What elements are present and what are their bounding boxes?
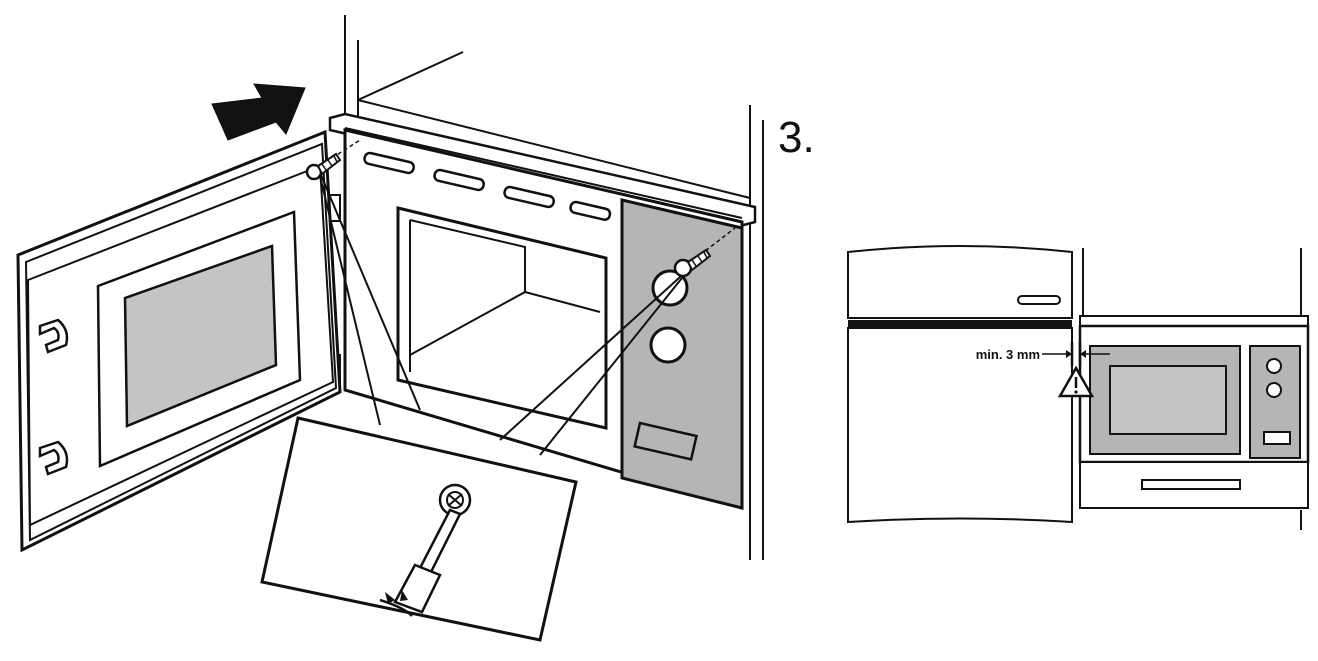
appliance-knob-top bbox=[1266, 358, 1282, 374]
control-panel bbox=[620, 198, 744, 510]
appliance-knob-bottom bbox=[1266, 382, 1282, 398]
control-knob-bottom bbox=[649, 326, 687, 364]
drawer-slot bbox=[1141, 479, 1241, 490]
screw-icon bbox=[305, 152, 342, 181]
drawer-handle bbox=[1017, 295, 1061, 305]
door-latch-top bbox=[38, 318, 69, 354]
gap-label: min. 3 mm bbox=[976, 347, 1040, 362]
warning-triangle-icon bbox=[1057, 365, 1095, 398]
screw-icon bbox=[673, 248, 712, 278]
push-arrow-icon bbox=[211, 83, 306, 141]
display-window bbox=[633, 421, 699, 461]
clearance-scene: min. 3 mm bbox=[847, 245, 1310, 530]
built-in-appliance bbox=[1078, 315, 1310, 509]
cabinet-frame bbox=[344, 15, 764, 560]
installation-scene bbox=[16, 15, 764, 642]
fixing-screws bbox=[305, 139, 736, 456]
appliance-window bbox=[1109, 365, 1227, 435]
screwdriver-icon bbox=[379, 483, 472, 617]
upper-cabinet bbox=[847, 245, 1073, 319]
detail-inset bbox=[260, 416, 578, 642]
appliance-display bbox=[1263, 431, 1291, 445]
base-cabinet bbox=[847, 320, 1073, 524]
gap-indicator: min. 3 mm bbox=[976, 342, 1110, 366]
oven-door bbox=[16, 129, 342, 553]
door-glass bbox=[123, 244, 278, 428]
door-latch-bottom bbox=[38, 440, 69, 476]
step-number: 3. bbox=[778, 113, 815, 162]
